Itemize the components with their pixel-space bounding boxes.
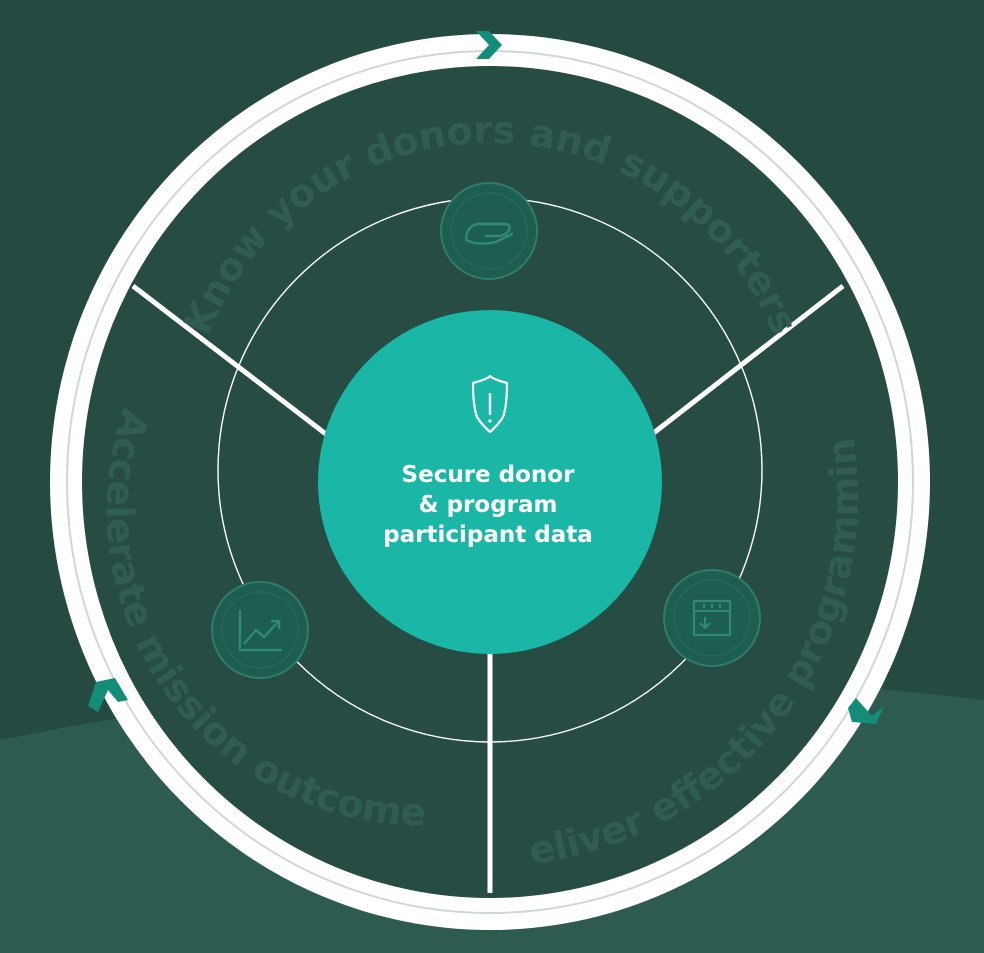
- center-label-line-1: Secure donor: [401, 462, 575, 488]
- calendar-download-icon: [663, 569, 761, 667]
- chevron-down-right-icon: [848, 698, 884, 724]
- chevron-up-left-icon: [88, 678, 128, 712]
- hand-icon: [440, 182, 538, 280]
- shield-alert-icon: [471, 374, 509, 434]
- center-label: Secure donor & program participant data: [343, 460, 633, 550]
- chevron-right-icon: [476, 31, 502, 59]
- center-label-line-2: & program: [418, 492, 558, 518]
- growth-chart-icon: [211, 581, 309, 679]
- center-label-line-3: participant data: [383, 522, 593, 548]
- center-hub: [318, 310, 662, 654]
